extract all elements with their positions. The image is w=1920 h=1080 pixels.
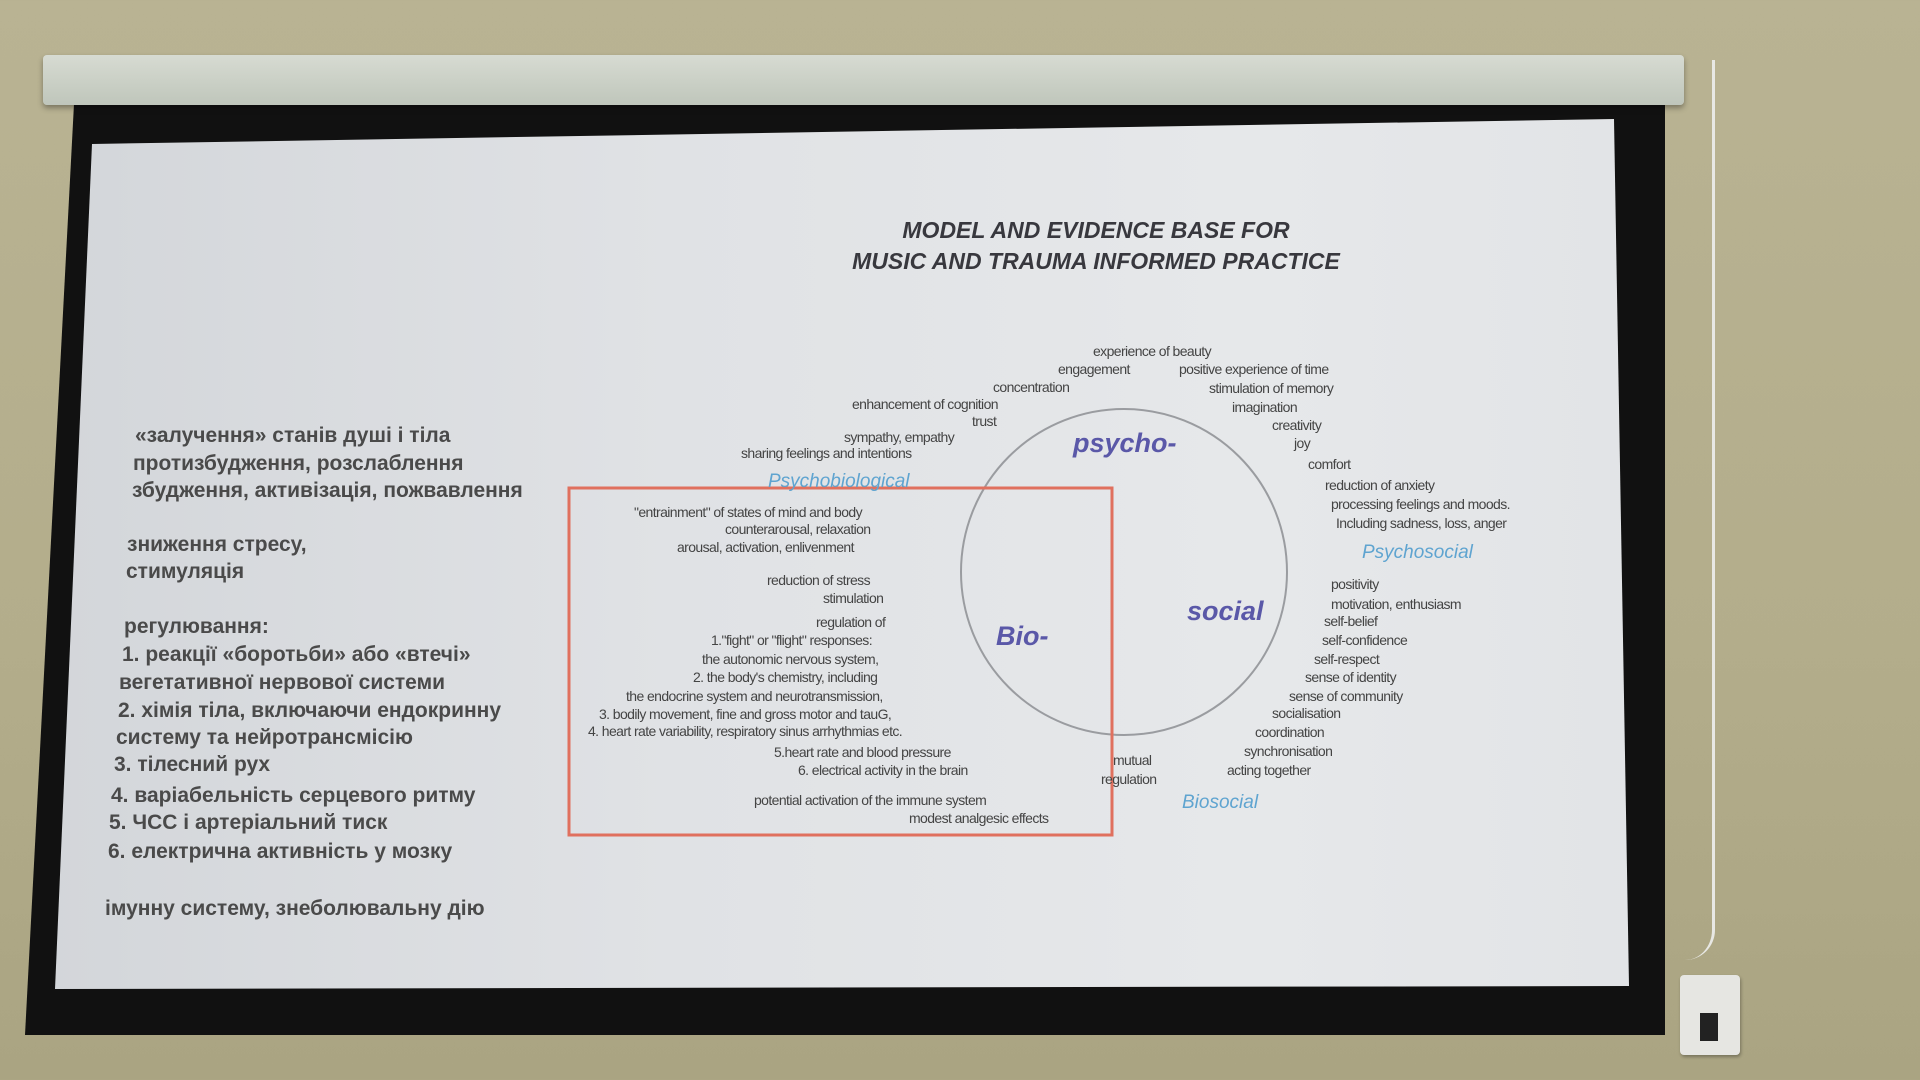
psycho-item: joy [1294,435,1311,451]
label-bio: Bio- [996,621,1049,651]
psycho-item: reduction of anxiety [1325,477,1435,493]
bio-item: regulation of [816,614,886,630]
social-item: self-respect [1314,651,1380,667]
note-line: вегетативної нервової системи [119,671,446,694]
bio-item: 3. bodily movement, fine and gross motor… [599,706,892,722]
psycho-item: enhancement of cognition [852,396,999,412]
psycho-item: creativity [1272,417,1322,433]
social-item: socialisation [1272,705,1341,721]
note-line: регулювання: [124,615,269,638]
social-item: coordination [1255,724,1325,740]
bio-item: 6. electrical activity in the brain [798,762,968,778]
psycho-item: stimulation of memory [1209,380,1334,396]
psycho-item: trust [972,413,997,429]
label-psychosocial: Psychosocial [1362,542,1473,563]
psycho-item: positive experience of time [1179,361,1329,377]
note-line: зниження стресу, [127,533,307,556]
social-item: acting together [1227,762,1311,778]
bio-item: the autonomic nervous system, [702,651,879,667]
note-line: стимуляція [126,560,245,583]
bio-item: arousal, activation, enlivenment [677,539,855,555]
note-line: 3. тілесний рух [114,753,271,776]
biosocial-item: mutual [1113,752,1152,768]
note-line: імунну систему, знеболювальну дію [105,897,485,920]
note-line: 1. реакції «боротьби» або «втечі» [122,643,471,666]
bio-item: stimulation [823,590,884,606]
psycho-item: processing feelings and moods. [1331,496,1511,512]
bio-item: the endocrine system and neurotransmissi… [626,688,883,704]
label-social: social [1187,596,1264,626]
social-item: motivation, enthusiasm [1331,596,1462,612]
note-line: 4. варіабельність серцевого ритму [111,784,476,807]
slide-title-line1: MODEL AND EVIDENCE BASE FOR [902,217,1290,243]
venn-circle [960,408,1288,736]
social-item: self-confidence [1322,632,1408,648]
bio-item: modest analgesic effects [909,810,1049,826]
bio-item: 1."fight" or "flight" responses: [711,632,873,648]
bio-item: reduction of stress [767,572,871,588]
note-line: збудження, активізація, пожвавлення [132,479,523,502]
psycho-item: experience of beauty [1093,343,1212,359]
note-line: «залучення» станів душі і тіла [135,424,451,447]
psycho-item: sympathy, empathy [844,429,955,445]
social-item: positivity [1331,576,1379,592]
label-biosocial: Biosocial [1182,792,1259,813]
slide-title-line2: MUSIC AND TRAUMA INFORMED PRACTICE [852,248,1340,274]
psycho-item: engagement [1058,361,1130,377]
psycho-item: Including sadness, loss, anger [1336,515,1507,531]
bio-item: counterarousal, relaxation [725,521,871,537]
bio-item: 2. the body's chemistry, including [693,669,878,685]
social-item: synchronisation [1244,743,1333,759]
bio-item: potential activation of the immune syste… [754,792,987,808]
bio-item: 4. heart rate variability, respiratory s… [588,723,903,739]
highlight-box [567,486,1114,837]
psycho-item: imagination [1232,399,1298,415]
note-line: протизбудження, розслаблення [133,452,464,475]
power-cord [1662,60,1715,960]
biosocial-item: regulation [1101,771,1157,787]
label-psychobiological: Psychobiological [768,471,910,492]
psycho-item: sharing feelings and intentions [741,445,912,461]
projector-screen-housing [43,55,1684,105]
social-item: sense of identity [1305,669,1397,685]
note-line: систему та нейротрансмісію [116,726,413,749]
note-line: 2. хімія тіла, включаючи ендокринну [118,699,502,722]
note-line: 5. ЧСС і артеріальний тиск [109,811,388,834]
psycho-item: concentration [993,379,1070,395]
label-psycho: psycho- [1073,428,1177,458]
outlet-socket [1700,1013,1718,1041]
social-item: self-belief [1324,613,1378,629]
bio-item: 5.heart rate and blood pressure [774,744,951,760]
note-line: 6. електрична активність у мозку [108,840,453,863]
psycho-item: comfort [1308,456,1351,472]
social-item: sense of community [1289,688,1403,704]
bio-item: "entrainment" of states of mind and body [634,504,863,520]
wall-outlet [1680,975,1740,1055]
